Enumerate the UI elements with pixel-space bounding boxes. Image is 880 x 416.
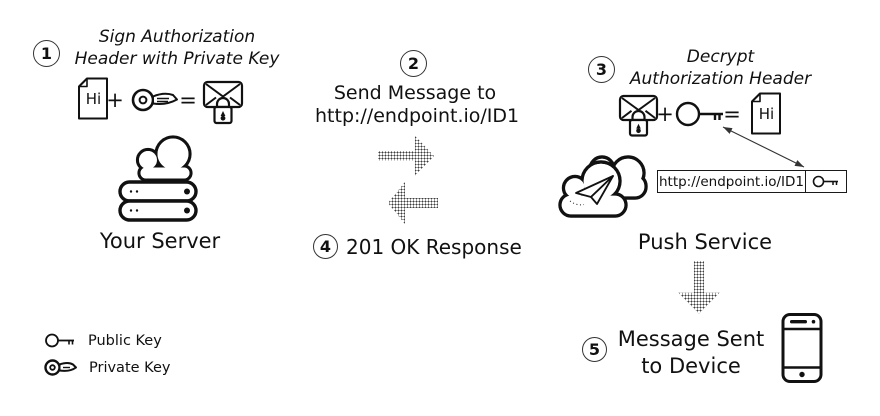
request-arrow-right-dotted-icon	[378, 136, 434, 176]
phone-icon	[781, 313, 823, 383]
step2-line1: Send Message to	[333, 82, 497, 104]
key-endpoint-double-arrow-icon	[722, 126, 805, 168]
your-server-label: Your Server	[99, 229, 221, 253]
plus-sign: +	[656, 102, 674, 126]
step1-title-line1: Sign Authorization	[98, 27, 256, 47]
equals-sign: =	[179, 88, 197, 112]
public-key-label: Public Key	[88, 332, 162, 349]
document-icon: Hi	[78, 77, 108, 120]
step5-line2: to Device	[641, 354, 741, 378]
private-key-icon	[44, 359, 77, 376]
step4-number-badge: 4	[313, 234, 338, 259]
legend-public-key: Public Key	[45, 332, 162, 349]
locked-envelope-icon	[618, 94, 659, 137]
endpoint-key-cell	[806, 175, 846, 188]
step5-text: Message Sent to Device	[612, 326, 770, 380]
endpoint-url: http://endpoint.io/ID1	[658, 173, 805, 190]
document-text: Hi	[759, 105, 774, 123]
step2-number-badge: 2	[400, 50, 427, 77]
step3-title-line2: Authorization Header	[629, 69, 812, 89]
private-key-label: Private Key	[89, 359, 171, 376]
step2-line2: http://endpoint.io/ID1	[315, 105, 520, 127]
step1-title: Sign Authorization Header with Private K…	[62, 26, 292, 70]
step1-title-line2: Header with Private Key	[74, 49, 280, 69]
document-text: Hi	[86, 90, 101, 108]
endpoint-box-divider	[805, 171, 806, 192]
step3-number-badge: 3	[588, 56, 615, 83]
server-racks-icon	[118, 180, 198, 222]
decrypt-equation: + = Hi	[618, 92, 781, 137]
push-to-device-arrow-down-dotted-icon	[678, 261, 720, 314]
private-key-icon	[131, 88, 178, 112]
plus-sign: +	[106, 88, 124, 112]
public-key-icon	[675, 101, 723, 127]
step5-line1: Message Sent	[617, 327, 765, 351]
locked-envelope-icon	[202, 80, 244, 125]
sign-equation: Hi + =	[78, 77, 244, 125]
step3-title-line1: Decrypt	[686, 47, 755, 67]
your-server-icon	[118, 135, 198, 222]
push-service-label: Push Service	[637, 230, 773, 254]
document-icon: Hi	[751, 92, 781, 135]
legend-private-key: Private Key	[44, 358, 170, 377]
step4-label: 201 OK Response	[346, 235, 522, 259]
public-key-icon	[45, 333, 74, 348]
step3-title: Decrypt Authorization Header	[618, 46, 823, 90]
cloud-icon	[135, 135, 193, 182]
step5-number-badge: 5	[582, 337, 607, 362]
response-arrow-left-dotted-icon	[388, 182, 438, 224]
push-service-icon	[558, 155, 648, 218]
step2-text: Send Message to http://endpoint.io/ID1	[315, 82, 520, 128]
equals-sign: =	[723, 102, 741, 126]
public-key-icon	[812, 175, 838, 188]
endpoint-subscription-box: http://endpoint.io/ID1	[657, 170, 847, 193]
step1-number-badge: 1	[33, 40, 60, 67]
paper-plane-icon	[569, 175, 614, 206]
